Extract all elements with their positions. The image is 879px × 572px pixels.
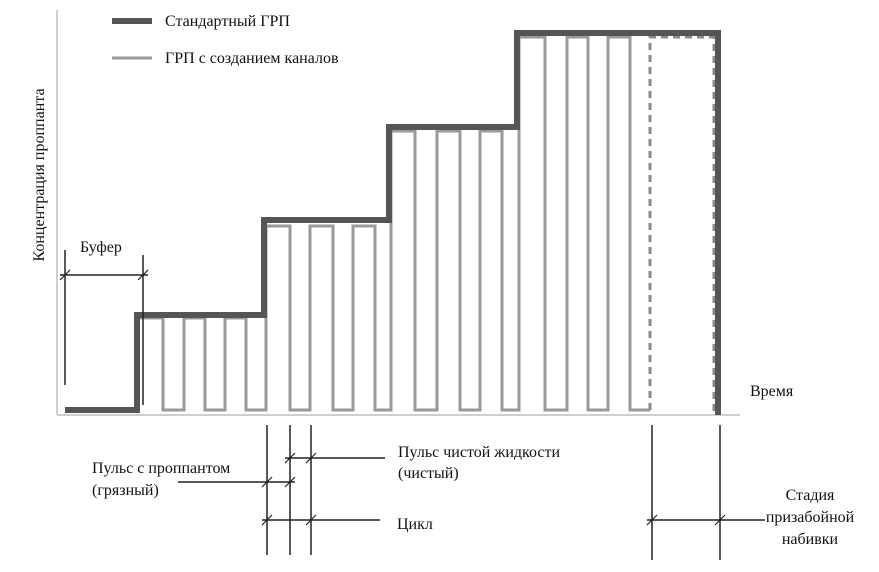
clean-pulse-label-2: (чистый) [398,465,459,482]
stage-label-3: набивки [782,531,839,548]
proppant-pulse-label: Пульс с проппантом [92,460,230,477]
axes [56,10,740,416]
standard-frac-line [65,30,721,415]
channel-frac-line [135,35,650,412]
annotation-lines [59,250,765,560]
cycle-label: Цикл [397,516,433,533]
stage-label-2: призабойной [766,509,855,526]
channel-frac-pad-dashed [648,35,716,415]
y-axis-label: Концентрация проппанта [31,88,48,261]
stage-label-1: Стадия [786,487,835,504]
buffer-label: Буфер [80,239,122,256]
legend-channel-label: ГРП с созданием каналов [165,50,339,67]
x-axis-label: Время [750,383,794,400]
proppant-pulse-label-2: (грязный) [92,482,159,499]
legend: Стандартный ГРП ГРП с созданием каналов [112,13,339,67]
legend-standard-label: Стандартный ГРП [165,13,290,30]
clean-pulse-label: Пульс чистой жидкости [398,444,561,461]
